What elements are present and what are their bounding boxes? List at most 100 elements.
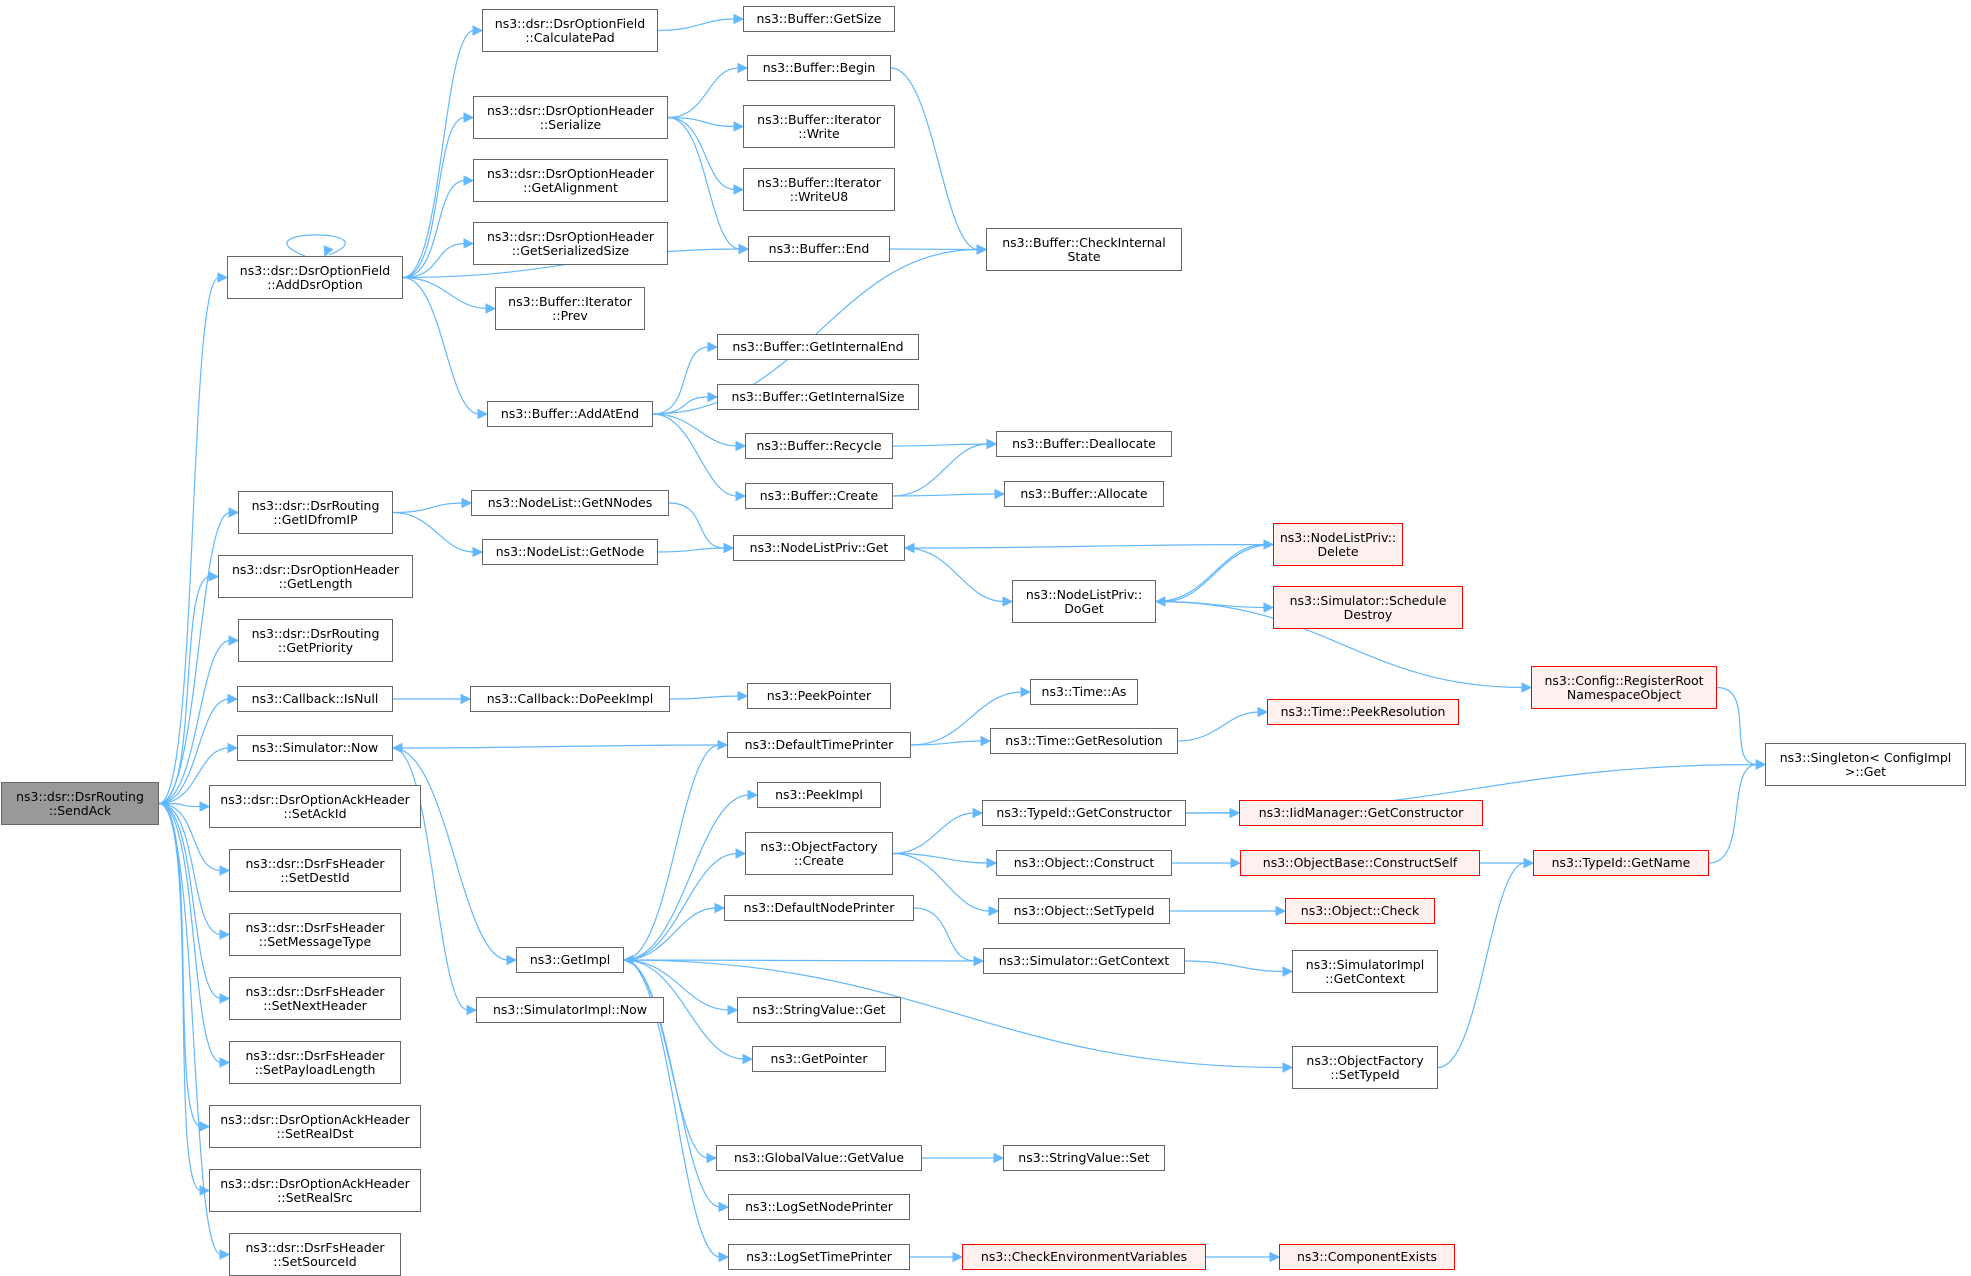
- node-set-source-id[interactable]: ns3::dsr::DsrFsHeader::SetSourceId: [229, 1233, 401, 1276]
- node-set-message-type[interactable]: ns3::dsr::DsrFsHeader::SetMessageType: [229, 913, 401, 956]
- node-get-internal-end[interactable]: ns3::Buffer::GetInternalEnd: [717, 334, 919, 360]
- node-sendack[interactable]: ns3::dsr::DsrRouting::SendAck: [1, 782, 159, 825]
- edge-arrowhead: [227, 693, 239, 705]
- edge-addDsrOption-to-iterPrev: [402, 276, 488, 310]
- node-gv-get-value[interactable]: ns3::GlobalValue::GetValue: [716, 1145, 922, 1171]
- node-get-priority[interactable]: ns3::dsr::DsrRouting::GetPriority: [238, 619, 393, 662]
- node-obj-check[interactable]: ns3::Object::Check: [1285, 898, 1435, 924]
- node-label-line: ::SetSourceId: [273, 1253, 357, 1269]
- node-get-length[interactable]: ns3::dsr::DsrOptionHeader::GetLength: [218, 555, 413, 598]
- edge-simNow-to-simImplNow: [392, 747, 469, 1011]
- edge-serialize-to-bufEnd: [667, 116, 741, 250]
- node-nl-get-node[interactable]: ns3::NodeList::GetNode: [482, 539, 658, 565]
- node-serialize[interactable]: ns3::dsr::DsrOptionHeader::Serialize: [473, 96, 668, 139]
- edge-objFactoryCreate-to-objSetTypeId: [892, 852, 991, 912]
- node-get-alignment[interactable]: ns3::dsr::DsrOptionHeader::GetAlignment: [473, 159, 668, 202]
- node-peek-impl[interactable]: ns3::PeekImpl: [757, 782, 881, 808]
- node-label-line: ns3::dsr::DsrRouting: [16, 788, 144, 804]
- node-label-line: ns3::Buffer::CheckInternal: [1002, 234, 1166, 250]
- node-default-node-printer[interactable]: ns3::DefaultNodePrinter: [724, 895, 914, 921]
- node-get-pointer[interactable]: ns3::GetPointer: [752, 1046, 886, 1072]
- node-peek-pointer[interactable]: ns3::PeekPointer: [747, 683, 891, 709]
- node-label-line: ns3::dsr::DsrOptionField: [494, 15, 646, 31]
- node-set-payload-length[interactable]: ns3::dsr::DsrFsHeader::SetPayloadLength: [229, 1041, 401, 1084]
- edge-arrowhead: [1002, 596, 1014, 607]
- edge-arrowhead: [980, 735, 992, 747]
- node-add-at-end[interactable]: ns3::Buffer::AddAtEnd: [487, 401, 653, 427]
- node-set-next-header[interactable]: ns3::dsr::DsrFsHeader::SetNextHeader: [229, 977, 401, 1020]
- node-get-i-dfrom-i-p[interactable]: ns3::dsr::DsrRouting::GetIDfromIP: [238, 491, 393, 534]
- node-get-impl[interactable]: ns3::GetImpl: [516, 947, 624, 973]
- node-buf-deallocate[interactable]: ns3::Buffer::Deallocate: [996, 431, 1172, 457]
- node-nlp-get[interactable]: ns3::NodeListPriv::Get: [733, 535, 905, 561]
- edge-arrowhead: [219, 865, 231, 876]
- node-time-as[interactable]: ns3::Time::As: [1030, 679, 1138, 705]
- node-time-get-resolution[interactable]: ns3::Time::GetResolution: [990, 728, 1178, 754]
- node-set-real-dst[interactable]: ns3::dsr::DsrOptionAckHeader::SetRealDst: [209, 1105, 421, 1148]
- node-nlp-delete[interactable]: ns3::NodeListPriv::Delete: [1273, 523, 1403, 566]
- node-calculate-pad[interactable]: ns3::dsr::DsrOptionField::CalculatePad: [482, 9, 658, 52]
- node-label-line: ns3::Object::Construct: [1013, 855, 1155, 870]
- node-iter-prev[interactable]: ns3::Buffer::Iterator::Prev: [495, 287, 645, 330]
- node-set-ack-id[interactable]: ns3::dsr::DsrOptionAckHeader::SetAckId: [209, 785, 421, 828]
- edge-arrowhead: [461, 497, 473, 509]
- node-singleton-get[interactable]: ns3::Singleton< ConfigImpl>::Get: [1765, 743, 1966, 786]
- node-set-dest-id[interactable]: ns3::dsr::DsrFsHeader::SetDestId: [229, 849, 401, 892]
- node-obj-base-construct-self[interactable]: ns3::ObjectBase::ConstructSelf: [1240, 850, 1480, 876]
- node-buf-recycle[interactable]: ns3::Buffer::Recycle: [745, 433, 893, 459]
- edge-arrowhead: [706, 1152, 718, 1164]
- node-label-line: ns3::GlobalValue::GetValue: [733, 1150, 905, 1165]
- node-type-id-get-name[interactable]: ns3::TypeId::GetName: [1533, 850, 1709, 876]
- node-do-peek-impl[interactable]: ns3::Callback::DoPeekImpl: [470, 686, 670, 712]
- node-str-value-get[interactable]: ns3::StringValue::Get: [737, 997, 901, 1023]
- node-obj-factory-create[interactable]: ns3::ObjectFactory::Create: [745, 832, 893, 875]
- node-sim-impl-now[interactable]: ns3::SimulatorImpl::Now: [476, 997, 664, 1023]
- node-buf-allocate[interactable]: ns3::Buffer::Allocate: [1004, 481, 1164, 507]
- node-set-real-src[interactable]: ns3::dsr::DsrOptionAckHeader::SetRealSrc: [209, 1169, 421, 1212]
- node-label-line: ns3::dsr::DsrFsHeader: [245, 855, 385, 871]
- edge-defaultTimePrinter-to-timeGetResolution: [910, 740, 983, 746]
- node-add-dsr-option[interactable]: ns3::dsr::DsrOptionField::AddDsrOption: [227, 256, 403, 299]
- node-get-internal-size[interactable]: ns3::Buffer::GetInternalSize: [717, 384, 919, 410]
- node-label-line: ns3::ObjectFactory: [760, 838, 878, 854]
- node-buf-begin[interactable]: ns3::Buffer::Begin: [747, 55, 891, 81]
- node-obj-construct[interactable]: ns3::Object::Construct: [996, 850, 1172, 876]
- edge-arrowhead: [219, 1057, 231, 1068]
- node-nl-get-n-nodes[interactable]: ns3::NodeList::GetNNodes: [471, 490, 669, 516]
- node-buf-create[interactable]: ns3::Buffer::Create: [745, 483, 893, 509]
- edge-arrowhead: [723, 542, 735, 554]
- edge-arrowhead: [463, 112, 475, 123]
- node-iter-write-u8[interactable]: ns3::Buffer::Iterator::WriteU8: [743, 168, 895, 211]
- node-type-id-get-constructor[interactable]: ns3::TypeId::GetConstructor: [982, 800, 1186, 826]
- node-iid-get-constructor[interactable]: ns3::IidManager::GetConstructor: [1239, 800, 1483, 826]
- node-sim-now[interactable]: ns3::Simulator::Now: [237, 735, 393, 761]
- node-nlp-do-get[interactable]: ns3::NodeListPriv::DoGet: [1012, 580, 1156, 623]
- node-label-line: ::SetMessageType: [258, 933, 372, 949]
- node-time-peek-resolution[interactable]: ns3::Time::PeekResolution: [1267, 699, 1459, 725]
- node-log-set-node-printer[interactable]: ns3::LogSetNodePrinter: [728, 1194, 910, 1220]
- node-str-value-set[interactable]: ns3::StringValue::Set: [1003, 1145, 1165, 1171]
- edge-arrowhead: [986, 857, 998, 869]
- node-log-set-time-printer[interactable]: ns3::LogSetTimePrinter: [728, 1244, 910, 1270]
- node-sim-get-context[interactable]: ns3::Simulator::GetContext: [983, 948, 1185, 974]
- node-buf-end[interactable]: ns3::Buffer::End: [748, 236, 890, 262]
- node-iter-write[interactable]: ns3::Buffer::Iterator::Write: [743, 105, 895, 148]
- edge-arrowhead: [208, 571, 220, 582]
- edge-arrowhead: [1521, 682, 1533, 693]
- node-buf-get-size[interactable]: ns3::Buffer::GetSize: [743, 6, 895, 32]
- node-obj-set-type-id[interactable]: ns3::Object::SetTypeId: [998, 898, 1170, 924]
- node-sim-impl-get-context[interactable]: ns3::SimulatorImpl::GetContext: [1292, 950, 1438, 993]
- node-obj-factory-set-type-id[interactable]: ns3::ObjectFactory::SetTypeId: [1292, 1046, 1438, 1089]
- node-label-line: State: [1067, 248, 1101, 264]
- node-check-env-vars[interactable]: ns3::CheckEnvironmentVariables: [962, 1244, 1206, 1270]
- node-label-line: ns3::ObjectFactory: [1306, 1052, 1424, 1068]
- node-component-exists[interactable]: ns3::ComponentExists: [1279, 1244, 1455, 1270]
- node-get-serialized-size[interactable]: ns3::dsr::DsrOptionHeader::GetSerialized…: [473, 222, 668, 265]
- node-default-time-printer[interactable]: ns3::DefaultTimePrinter: [727, 732, 911, 758]
- node-is-null[interactable]: ns3::Callback::IsNull: [237, 686, 393, 712]
- edge-sendack-to-setSourceId: [158, 802, 222, 1256]
